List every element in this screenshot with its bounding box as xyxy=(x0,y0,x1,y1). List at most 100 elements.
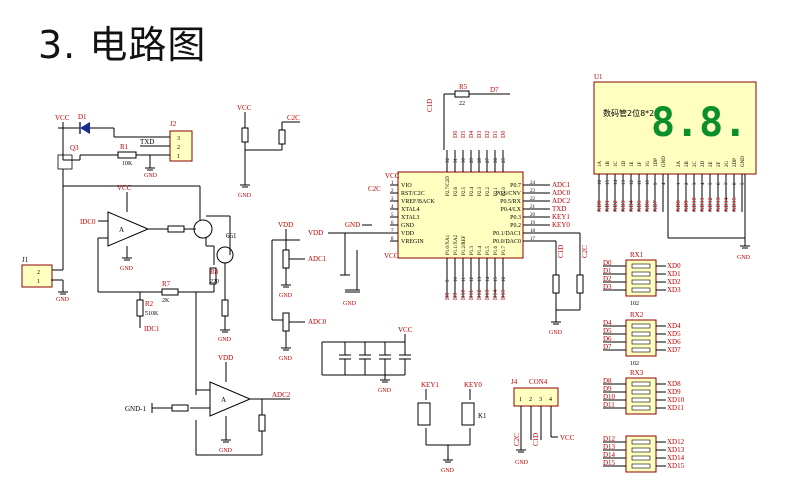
mcu-right-net: ADC0 xyxy=(552,189,571,197)
rx-name: RX2 xyxy=(630,311,644,319)
op1-a-label: A xyxy=(119,226,124,234)
mcu-left-pin-name: XTAL4 xyxy=(401,207,420,213)
j4-pin4: 4 xyxy=(549,397,552,403)
mcu-right-pin-num: 23 xyxy=(530,189,536,194)
mcu-left-pin-num: 2 xyxy=(391,189,394,194)
rx-in-net: D7 xyxy=(603,343,612,351)
j4-pin1: 1 xyxy=(519,397,522,403)
display-pin-num: 1 xyxy=(677,182,682,185)
mcu-bottom-pin-name: P1.3 xyxy=(470,245,475,255)
mcu-top-pin-name: P2.4 xyxy=(470,186,475,196)
op2-vdd-label: VDD xyxy=(218,354,233,362)
mcu-left-pin-num: 3 xyxy=(391,197,394,202)
mcu-bottom-pins: 9P1.0/XA1D810P1.1/XA2D911P1.2/REFD1012P1… xyxy=(445,234,507,300)
txd-net: TXD xyxy=(140,138,154,146)
mcu-top-pin-name: P2.0 xyxy=(502,186,507,196)
mcu-vcc2: VCC xyxy=(384,252,399,260)
mcu-right-pin-name: P0.4/LX xyxy=(500,207,521,213)
vcc-label: VCC xyxy=(55,114,70,122)
mcu-left-pin-num: 6 xyxy=(391,221,394,226)
display-pin-name: 1DP xyxy=(654,158,659,167)
rx-in-net: D9 xyxy=(603,385,612,393)
display-pin-num: 5 xyxy=(709,182,714,185)
opamp-2 xyxy=(209,381,252,417)
r1-value: 10K xyxy=(122,161,133,167)
r8-label: R8 xyxy=(210,268,219,276)
transistor-661 xyxy=(193,219,213,239)
display-pin-name: 2A xyxy=(677,161,682,168)
d1-label: D1 xyxy=(78,113,87,121)
pot-adc1-label: ADC1 xyxy=(308,255,327,263)
mcu-bottom-pin-name: P1.1/XA2 xyxy=(454,234,459,255)
disp-gnd: GND xyxy=(737,255,751,261)
resistor-feedback2 xyxy=(258,414,266,432)
c1d-label: C1D xyxy=(426,99,434,112)
mcu-bottom-pin-num: 14 xyxy=(486,277,491,283)
q661-label: 661 xyxy=(226,232,237,240)
j4-pin3: 3 xyxy=(539,397,542,403)
vcc-top-gnd: GND xyxy=(238,193,252,199)
rx-out-net: XD9 xyxy=(667,388,681,396)
mcu-right-pin-name: P0.3 xyxy=(510,215,521,221)
j2-label: J2 xyxy=(170,120,177,128)
mcu-right-net: ADC1 xyxy=(552,181,571,189)
mcu-top-pin-num: 25 xyxy=(502,158,507,164)
mcu-bottom-net: D12 xyxy=(477,290,483,300)
j1-label: J1 xyxy=(22,256,29,264)
rx-out-net: XD8 xyxy=(667,380,681,388)
dac1-net: C1D xyxy=(557,245,565,258)
display-net: XD13 xyxy=(716,197,722,212)
resistor-input2 xyxy=(171,404,189,412)
rx-out-net: XD15 xyxy=(667,462,685,470)
mcu-bottom-net: D8 xyxy=(445,293,451,300)
q3-label: Q3 xyxy=(70,144,79,152)
mcu-top-net: D3 xyxy=(477,131,483,138)
display-pin-num: 8 xyxy=(733,182,738,185)
display-pin-num: 15 xyxy=(606,180,611,186)
j2-gnd-label: GND xyxy=(144,173,158,179)
display-pin-num: 9 xyxy=(654,182,659,185)
rx-name: RX3 xyxy=(630,369,644,377)
r1-label: R1 xyxy=(120,143,129,151)
mcu-left-pin-num: 8 xyxy=(391,237,394,242)
mcu-c2c: C2C xyxy=(368,185,381,193)
mcu-top-pin-name: P2.7/C2D xyxy=(446,176,451,196)
u1-label: U1 xyxy=(594,73,603,81)
rx-value: 102 xyxy=(630,301,639,307)
opamp-stage-2: VDD A GND-1 GND ADC2 xyxy=(125,354,291,456)
display-pin-name: GND xyxy=(741,156,746,167)
mcu-top-net: D5 xyxy=(461,131,467,138)
mcu-top-pin-name: P2.3 xyxy=(478,186,483,196)
r7-value: 2K xyxy=(162,298,170,304)
mcu-right-pin-num: 17 xyxy=(530,237,536,242)
mcu-top-pin-num: 30 xyxy=(462,158,467,164)
display-net: XD14 xyxy=(724,197,730,212)
power-led-section: VCC D1 J2 3 2 1 TXD GND R1 10K Q3 xyxy=(21,113,201,303)
key1-label: KEY1 xyxy=(421,381,439,389)
display-pin-name: 2DP xyxy=(733,158,738,167)
opamp-stage-1: VCC A IDC0 GND 661 R8 220 GND xyxy=(80,184,237,395)
mcu-bottom-net: D15 xyxy=(501,290,507,300)
display-net: XD15 xyxy=(732,197,738,212)
mcu-right-pin-name: P0.7 xyxy=(510,183,521,189)
dac-gnd: GND xyxy=(549,330,563,336)
display-net: XD1 xyxy=(605,200,611,212)
display-pin-name: 1G xyxy=(646,161,651,168)
idc0-label: IDC0 xyxy=(80,218,96,226)
j2-pin3: 3 xyxy=(177,136,180,142)
idc1-label: IDC1 xyxy=(144,325,160,333)
pot-adc0 xyxy=(282,312,290,332)
connector-j2 xyxy=(169,130,193,162)
mcu-left-pin-name: VDD xyxy=(401,231,415,237)
display-pin-name: 2C xyxy=(693,161,698,168)
display-pin-num: 12 xyxy=(630,180,635,186)
mcu-top-pin-num: 32 xyxy=(446,158,451,164)
rx-value: 102 xyxy=(630,361,639,367)
rx-in-net: D0 xyxy=(603,259,612,267)
rx-in-net: D2 xyxy=(603,275,612,283)
display-pin-num: 5 xyxy=(741,182,746,185)
